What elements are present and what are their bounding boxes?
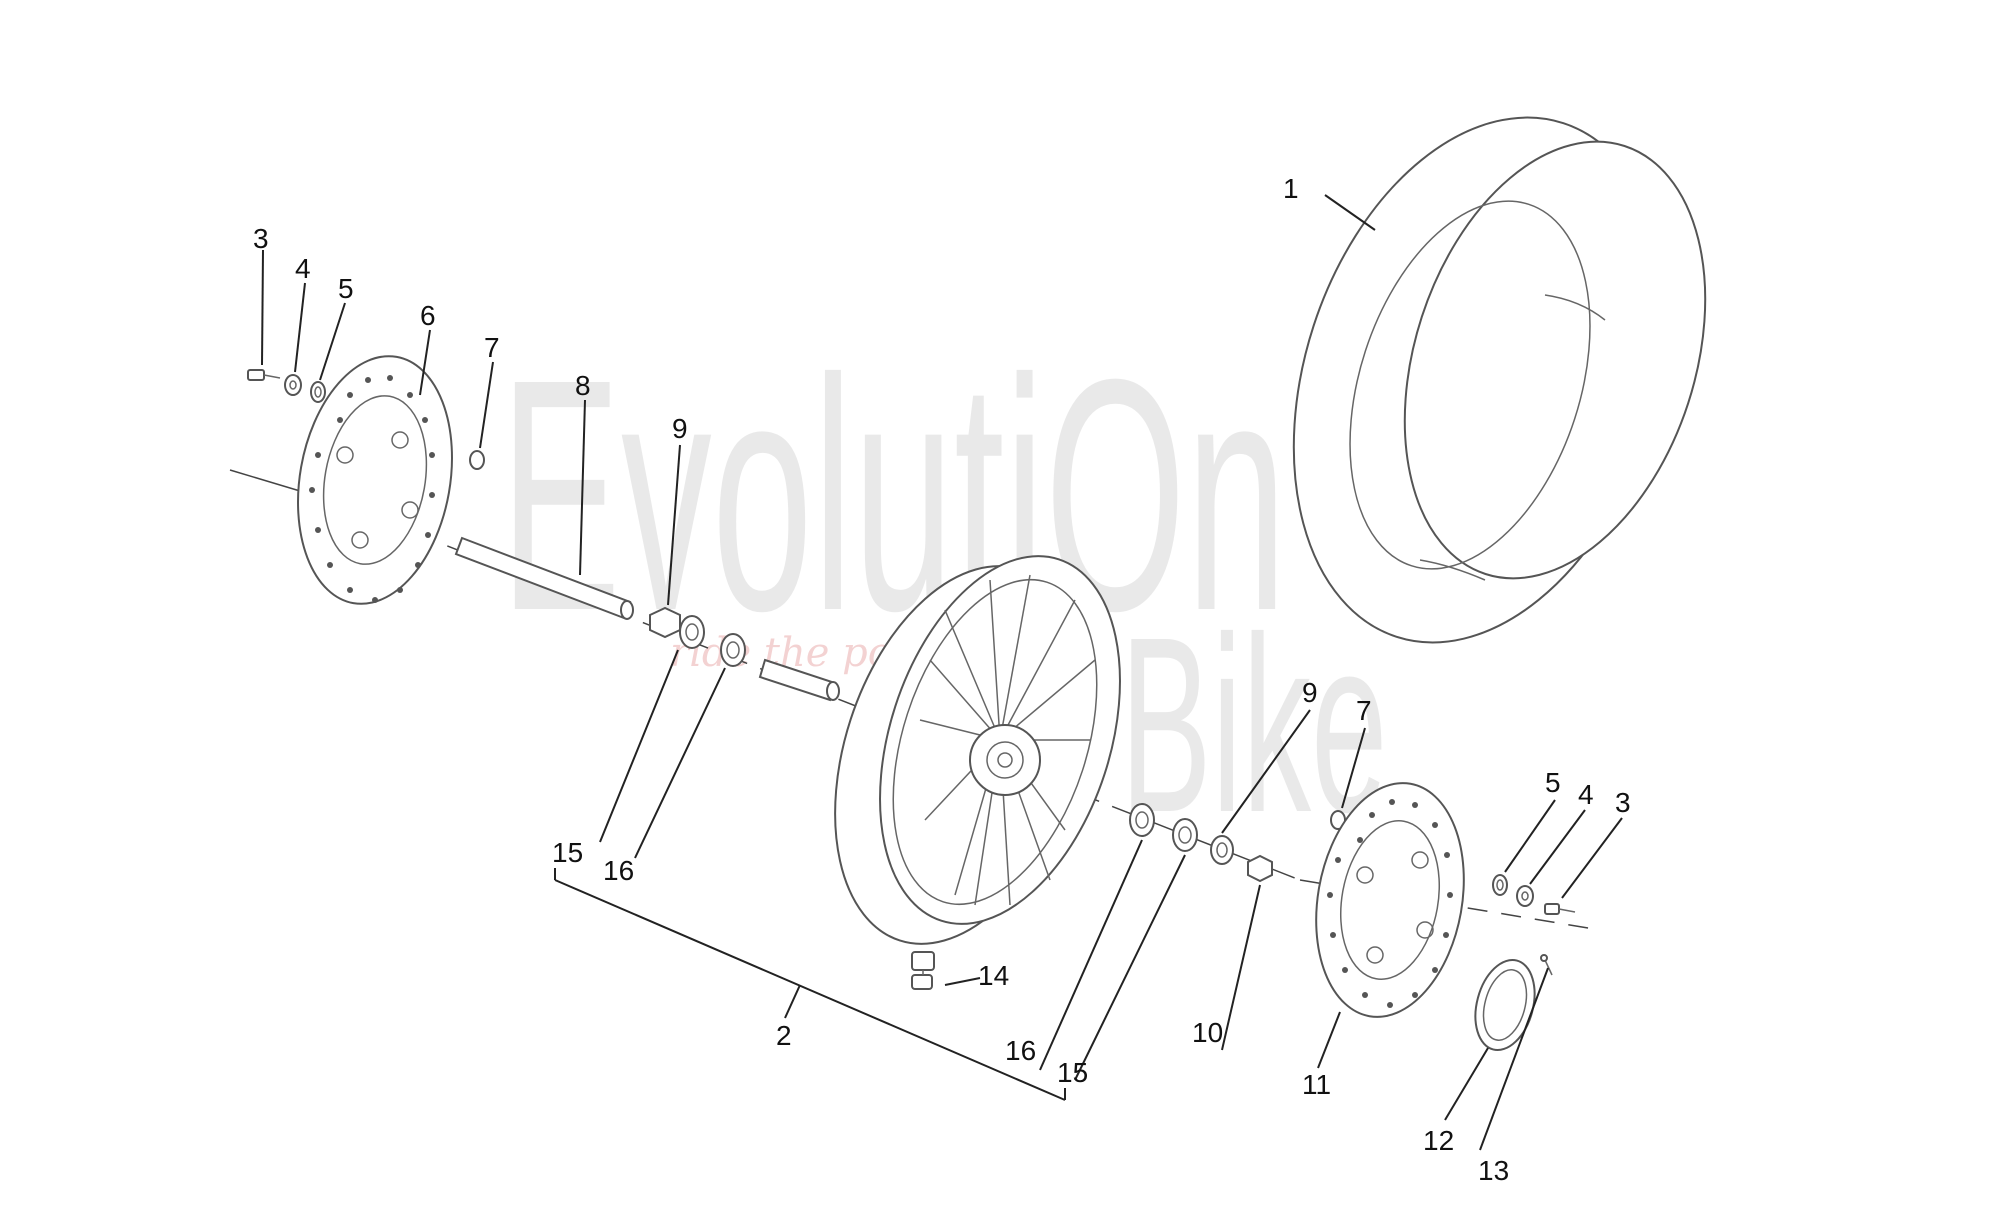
callout-6: 6 xyxy=(420,300,436,331)
brake-disc-right xyxy=(1315,782,1465,1018)
spacer-left xyxy=(720,633,746,667)
callout-5-left: 5 xyxy=(338,273,354,304)
rim-wheel xyxy=(834,555,1121,945)
callout-2: 2 xyxy=(776,1020,792,1051)
callout-9-left: 9 xyxy=(672,413,688,444)
washer-left-4 xyxy=(284,374,302,396)
nut-right-10 xyxy=(1247,854,1273,883)
callout-4-right: 4 xyxy=(1578,779,1594,810)
spacer-right xyxy=(1129,803,1155,837)
callout-7-right: 7 xyxy=(1356,695,1372,726)
callout-13: 13 xyxy=(1478,1155,1509,1186)
callout-12: 12 xyxy=(1423,1125,1454,1156)
callout-1: 1 xyxy=(1283,173,1299,204)
nut-left xyxy=(649,606,681,639)
callout-16-right: 16 xyxy=(1005,1035,1036,1066)
washer-left-7 xyxy=(469,450,485,470)
valve xyxy=(911,951,935,990)
callout-7-left: 7 xyxy=(484,332,500,363)
distance-tube xyxy=(758,658,840,702)
callout-8: 8 xyxy=(575,370,591,401)
bearing-right xyxy=(1172,818,1198,852)
leader-lines xyxy=(261,194,1623,1151)
callout-10: 10 xyxy=(1192,1017,1223,1048)
bearing-left xyxy=(679,615,705,649)
callout-4-left: 4 xyxy=(295,253,311,284)
tyre xyxy=(1292,116,1707,644)
washer-right-5 xyxy=(1492,874,1508,896)
tone-ring xyxy=(1474,958,1536,1052)
washer-left-5 xyxy=(310,381,326,403)
nut-right-9 xyxy=(1210,835,1234,865)
axle-shaft xyxy=(454,536,634,620)
brake-disc-left xyxy=(297,355,453,605)
callout-14: 14 xyxy=(978,960,1009,991)
callout-15-right: 15 xyxy=(1057,1057,1088,1088)
washer-right-4 xyxy=(1516,885,1534,907)
callout-3-right: 3 xyxy=(1615,787,1631,818)
callout-11: 11 xyxy=(1302,1069,1331,1100)
callout-15-left: 15 xyxy=(552,837,583,868)
callout-5-right: 5 xyxy=(1545,767,1561,798)
screw-tone-ring xyxy=(1540,954,1553,976)
callout-3-left: 3 xyxy=(253,223,269,254)
callout-16-left: 16 xyxy=(603,855,634,886)
callout-9-right: 9 xyxy=(1302,677,1318,708)
bolt-left xyxy=(247,369,281,381)
bolt-right xyxy=(1544,903,1576,915)
